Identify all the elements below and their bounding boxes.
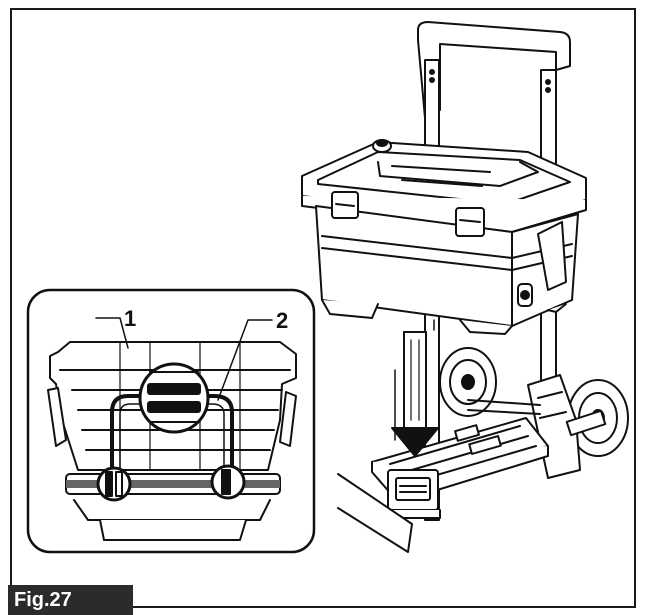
down-arrow: [391, 319, 439, 457]
rear-wheel-left: [439, 347, 497, 417]
tool-box: [301, 139, 587, 335]
detail-inset: [26, 288, 413, 554]
figure-label: Fig.27: [8, 585, 133, 615]
callout-1: 1: [124, 306, 136, 331]
figure-frame: [10, 8, 636, 608]
callout-2: 2: [276, 308, 288, 333]
leader-lines: [95, 317, 273, 401]
platform-latch: [387, 469, 441, 519]
